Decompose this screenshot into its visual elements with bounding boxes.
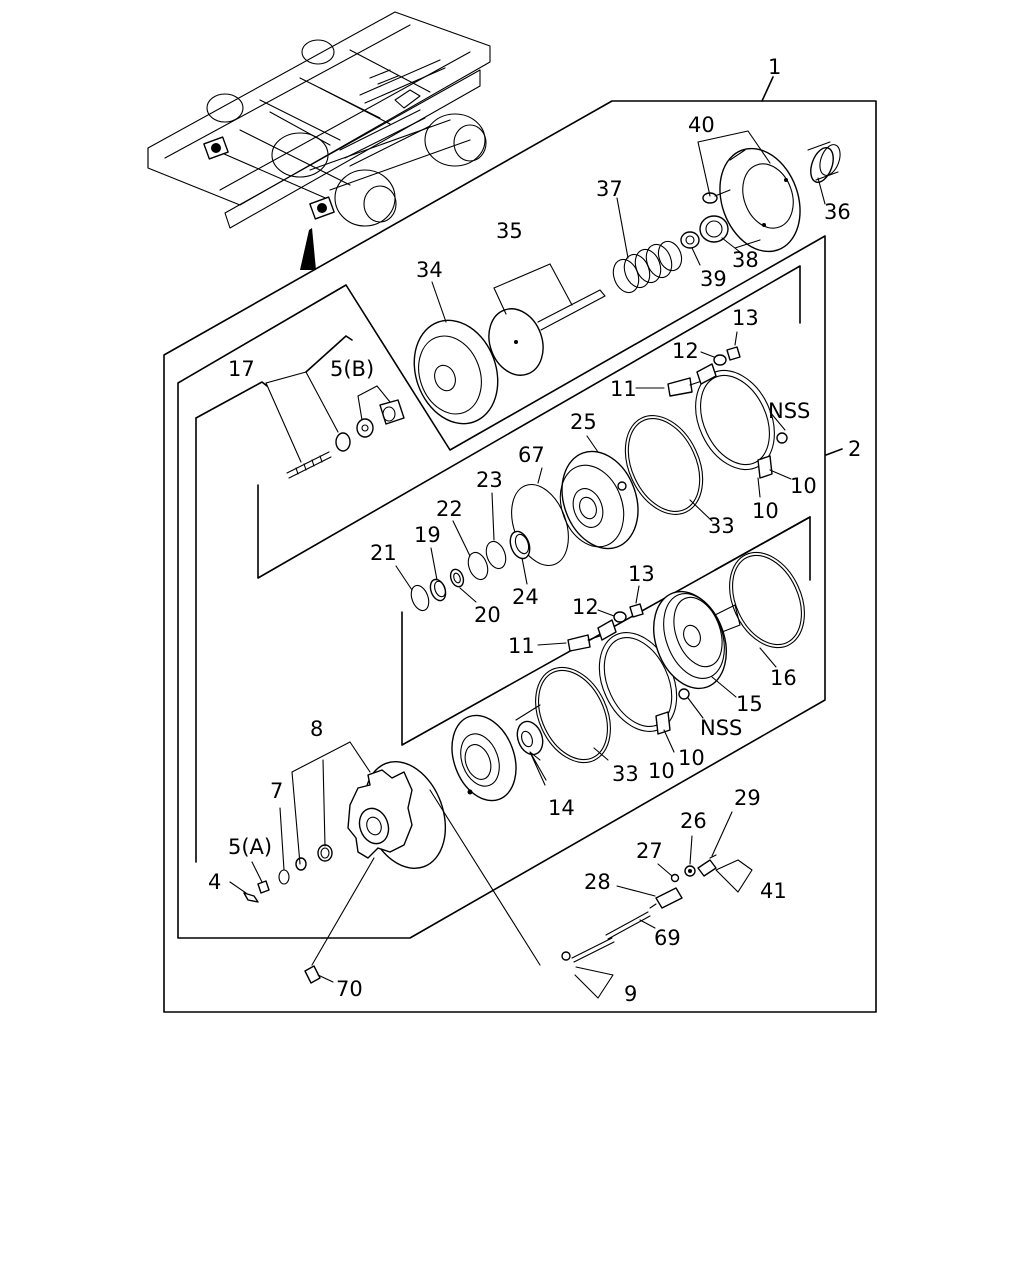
part-36-bushing [807, 141, 841, 183]
callout-nss-upper: NSS [768, 399, 810, 423]
callout-23: 23 [476, 468, 503, 492]
part-26-nut [684, 865, 696, 877]
callout-10-upper-b: 10 [752, 499, 779, 523]
callout-33-lower: 33 [612, 762, 639, 786]
part-23-o-ring [485, 540, 507, 570]
part-10-clamp-ring-upper [695, 363, 788, 479]
part-15-piston [653, 590, 741, 690]
part-19-bushing [429, 578, 447, 602]
part-29-fitting [697, 854, 717, 877]
part-14-cylinder [451, 714, 544, 802]
part-11-bolt-upper [667, 377, 703, 397]
callout-38: 38 [732, 248, 759, 272]
callout-4: 4 [208, 870, 221, 894]
callout-10-lower-b: 10 [648, 759, 675, 783]
part-25-housing [559, 450, 639, 550]
callout-15: 15 [736, 692, 763, 716]
callout-17: 17 [228, 357, 255, 381]
callout-5b: 5(B) [330, 357, 374, 381]
part-39-nut [680, 231, 700, 249]
callout-nss-lower: NSS [700, 716, 742, 740]
callout-26: 26 [680, 809, 707, 833]
part-70-fitting [304, 857, 375, 984]
callout-1: 1 [768, 55, 781, 79]
callout-37: 37 [596, 177, 623, 201]
callout-16: 16 [770, 666, 797, 690]
callout-36: 36 [824, 200, 851, 224]
part-21-o-ring [410, 584, 430, 612]
part-11-bolt-lower [567, 634, 601, 652]
part-40-cover [702, 147, 801, 253]
part-12-washer-lower [613, 611, 627, 623]
part-33-seal-ring-upper [624, 415, 704, 515]
callout-8: 8 [310, 717, 323, 741]
callout-2: 2 [848, 437, 861, 461]
part-7-ring [295, 857, 307, 871]
callout-67: 67 [518, 443, 545, 467]
callout-14: 14 [548, 796, 575, 820]
callout-11-lower: 11 [508, 634, 535, 658]
part-69-rod [605, 911, 651, 940]
part-8-chamber-body [347, 761, 447, 869]
part-35-plate-rod [488, 289, 606, 376]
callout-13-lower: 13 [628, 562, 655, 586]
part-13-nut-upper [726, 346, 741, 361]
part-37-spring [612, 240, 683, 294]
callout-24: 24 [512, 585, 539, 609]
callout-10-upper-a: 10 [790, 474, 817, 498]
callout-12-upper: 12 [672, 339, 699, 363]
callout-7: 7 [270, 779, 283, 803]
part-22-o-ring [467, 551, 489, 581]
part-27-washer [670, 873, 680, 883]
callout-10-lower-a: 10 [678, 746, 705, 770]
part-24-ring [509, 530, 531, 560]
part-8-bushing [317, 844, 333, 862]
part-7-o-ring [278, 869, 290, 885]
callout-5a: 5(A) [228, 835, 272, 859]
callout-11-upper: 11 [610, 377, 637, 401]
part-5a-nut [257, 880, 270, 894]
part-5b-washers-nut [335, 399, 405, 452]
chassis-inset-illustration [147, 11, 491, 270]
part-9-release-rod [429, 789, 615, 966]
callout-40: 40 [688, 113, 715, 137]
part-38-seal [699, 215, 729, 243]
callout-labels: 1 2 40 36 37 38 39 35 34 17 5(B) 13 12 1… [208, 55, 861, 1006]
callout-19: 19 [414, 523, 441, 547]
callout-25: 25 [570, 410, 597, 434]
callout-13-upper: 13 [732, 306, 759, 330]
callout-9: 9 [624, 982, 637, 1006]
callout-21: 21 [370, 541, 397, 565]
callout-70: 70 [336, 977, 363, 1001]
part-34-diaphragm [413, 319, 499, 425]
callout-34: 34 [416, 258, 443, 282]
callout-12-lower: 12 [572, 595, 599, 619]
callout-41: 41 [760, 879, 787, 903]
callout-22: 22 [436, 497, 463, 521]
callout-39: 39 [700, 267, 727, 291]
leader-lines [229, 76, 843, 999]
callout-33-upper: 33 [708, 514, 735, 538]
part-28-sleeve [649, 887, 683, 909]
part-16-seal-ring [729, 551, 805, 649]
part-33-seal-ring-lower [535, 666, 611, 764]
part-17-stud [286, 451, 332, 479]
callout-28: 28 [584, 870, 611, 894]
callout-69: 69 [654, 926, 681, 950]
callout-29: 29 [734, 786, 761, 810]
callout-20: 20 [474, 603, 501, 627]
callout-27: 27 [636, 839, 663, 863]
part-4-bolt [243, 892, 259, 903]
part-12-washer-upper [713, 354, 727, 366]
callout-35: 35 [496, 219, 523, 243]
part-13-nut-lower [629, 603, 644, 618]
assembly-boundaries [163, 100, 877, 1013]
part-20-washer [449, 568, 465, 588]
